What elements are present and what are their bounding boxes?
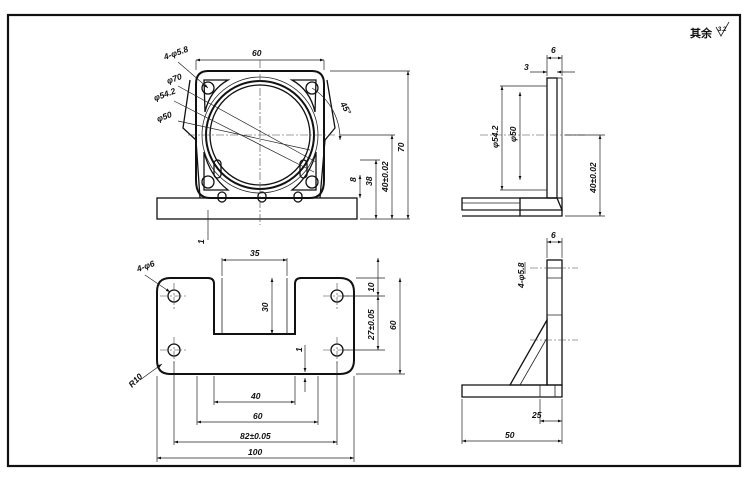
front-dim-38-label: 38 — [364, 176, 374, 186]
top-slot-width-label: 35 — [250, 248, 260, 258]
top-radius-label: R10 — [126, 371, 144, 389]
side-view-bottom: 6 4-φ5.8 25 50 — [461, 230, 578, 444]
top-slot-depth-label: 30 — [260, 302, 270, 312]
top-dim-60v-label: 60 — [388, 320, 398, 330]
front-holes-label: 4-φ5.8 — [161, 44, 189, 63]
top-dim-10-label: 10 — [366, 282, 376, 292]
side-top-d54: φ54.2 — [490, 125, 500, 148]
top-dim-40-label: 40 — [250, 391, 261, 401]
front-height-total-label: 70 — [396, 142, 406, 152]
side-top-d50: φ50 — [508, 126, 518, 142]
front-angle-label: 45° — [338, 99, 354, 117]
side-view-top: 6 3 φ54.2 φ50 40±0.02 — [461, 45, 605, 217]
side-top-dim-3: 3 — [524, 62, 529, 72]
front-view: 60 4-φ5.8 φ70 φ54.2 φ50 45° 70 40±0.02 3… — [152, 44, 410, 244]
front-width-label: 60 — [252, 48, 262, 58]
front-d50-label: φ50 — [155, 109, 173, 124]
front-height-center-label: 40±0.02 — [380, 161, 390, 193]
top-dim-100-label: 100 — [248, 447, 262, 457]
surface-roughness-note: 其余 3.2 — [690, 21, 730, 40]
top-dim-1-label: 1 — [294, 347, 304, 352]
roughness-value: 3.2 — [718, 27, 727, 33]
front-dim-8-label: 8 — [348, 177, 358, 182]
side-bottom-dim-50: 50 — [505, 430, 515, 440]
front-d70-label: φ70 — [165, 71, 183, 86]
front-dim-1-label: 1 — [196, 239, 206, 244]
top-dim-82-label: 82±0.05 — [240, 431, 271, 441]
drawing-frame — [6, 13, 742, 468]
top-holes-label: 4-φ6 — [134, 258, 156, 274]
top-view: 4-φ6 R10 35 30 10 27±0.05 60 1 40 60 82±… — [126, 248, 405, 462]
surface-note-text: 其余 — [690, 26, 713, 40]
side-bottom-holes: 4-φ5.8 — [516, 262, 526, 289]
side-top-dim-6: 6 — [551, 45, 556, 55]
top-dim-27-label: 27±0.05 — [366, 309, 376, 341]
side-top-height-center: 40±0.02 — [588, 162, 598, 194]
side-bottom-dim-25: 25 — [531, 410, 542, 420]
front-d54-label: φ54.2 — [152, 86, 177, 103]
side-bottom-dim-6: 6 — [551, 230, 556, 240]
top-dim-60-label: 60 — [253, 411, 263, 421]
